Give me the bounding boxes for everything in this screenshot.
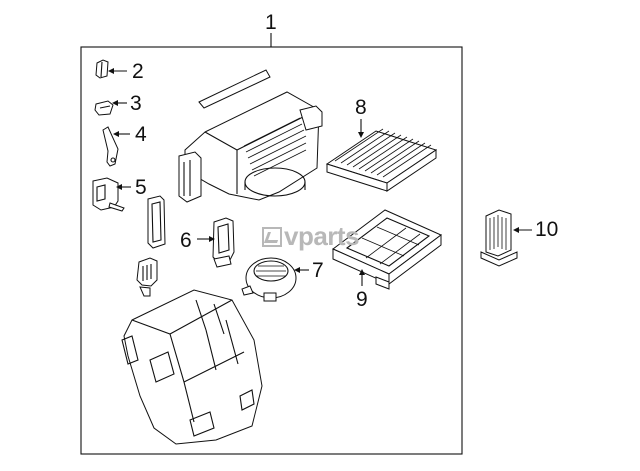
gasket-seal[interactable] (147, 195, 166, 249)
watermark: vparts (262, 221, 360, 252)
arrowhead-6 (209, 236, 215, 242)
callout-7: 7 (312, 259, 324, 282)
part-10-resistor[interactable] (480, 209, 518, 267)
callout-4: 4 (135, 123, 147, 146)
callout-1: 1 (265, 11, 277, 34)
callout-8: 8 (355, 96, 367, 119)
part-3-actuator[interactable] (94, 100, 114, 116)
part-6-actuator[interactable] (212, 217, 235, 268)
callout-3: 3 (130, 92, 142, 115)
callout-6: 6 (180, 229, 192, 252)
arrowhead-5 (116, 184, 122, 190)
callout-10: 10 (535, 218, 559, 241)
arrowhead-9 (359, 269, 365, 275)
callout-5: 5 (135, 176, 147, 199)
part-4-lever[interactable] (102, 126, 119, 167)
connector-part[interactable] (136, 257, 158, 297)
part-5-sensor[interactable] (92, 177, 125, 212)
watermark-text: vparts (284, 221, 360, 251)
arrowhead-4 (113, 131, 119, 137)
callout-2: 2 (132, 60, 144, 83)
callout-9: 9 (356, 288, 368, 311)
part-8-cabin-filter[interactable] (325, 128, 438, 192)
vparts-logo-icon (262, 226, 282, 247)
arrowhead-7 (294, 267, 300, 273)
heater-housing[interactable] (121, 289, 263, 445)
arrowhead-8 (358, 132, 364, 138)
part-2-clip[interactable] (95, 59, 109, 79)
blower-housing[interactable] (178, 69, 323, 203)
arrowhead-3 (112, 100, 118, 106)
arrowhead-2 (108, 68, 114, 74)
part-7-blower-motor[interactable] (241, 257, 297, 302)
part-9-filter-cover[interactable] (332, 209, 442, 290)
arrowhead-10 (513, 227, 519, 233)
